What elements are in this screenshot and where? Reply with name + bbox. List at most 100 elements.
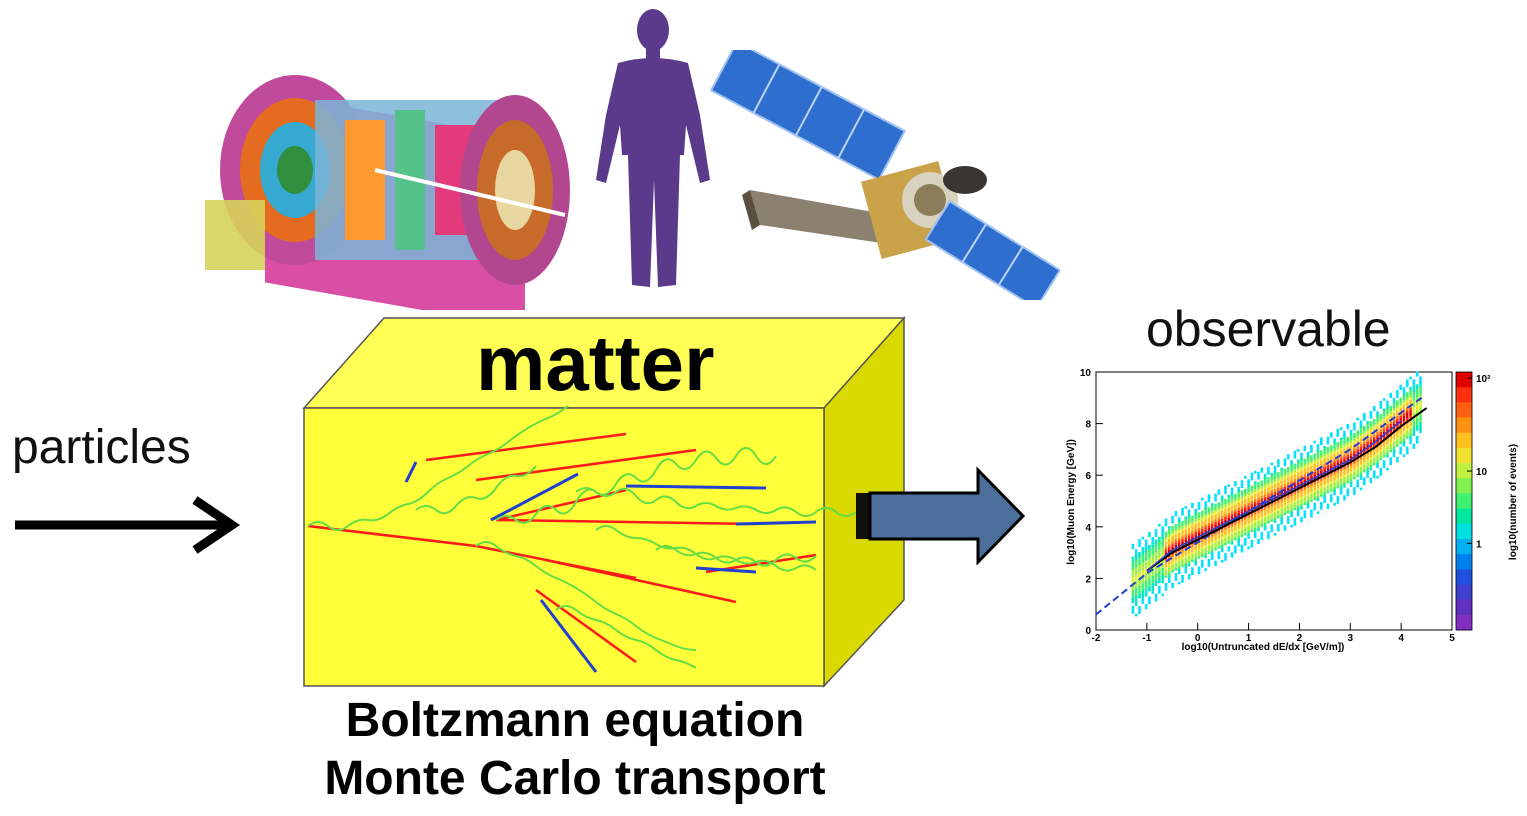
heat-cell: [1250, 542, 1254, 545]
heat-cell: [1214, 560, 1217, 564]
heat-cell: [1273, 504, 1277, 508]
heat-cell: [1204, 529, 1207, 533]
heat-cell: [1257, 515, 1260, 519]
heat-cell: [1230, 542, 1234, 545]
heat-cell: [1369, 423, 1373, 427]
heat-cell: [1320, 491, 1323, 495]
heat-cell: [1141, 580, 1145, 584]
heat-cell: [1346, 442, 1350, 445]
heat-cell: [1382, 429, 1386, 432]
heat-cell: [1243, 509, 1247, 513]
heat-cell: [1194, 555, 1198, 558]
heat-cell: [1230, 495, 1234, 499]
heat-cell: [1250, 524, 1254, 527]
x-tick-label: 0: [1195, 633, 1201, 644]
heat-cell: [1134, 595, 1138, 599]
heat-cell: [1366, 433, 1369, 437]
heat-cell: [1161, 549, 1164, 553]
heat-cell: [1144, 575, 1148, 579]
heat-cell: [1280, 506, 1283, 510]
heat-cell: [1144, 586, 1148, 589]
heat-cell: [1250, 529, 1254, 532]
heat-cell: [1197, 551, 1201, 554]
heat-cell: [1363, 415, 1366, 419]
heat-cell: [1366, 439, 1369, 442]
heat-cell: [1415, 389, 1419, 393]
heat-cell: [1151, 578, 1155, 581]
heat-cell: [1243, 524, 1247, 528]
heat-cell: [1144, 542, 1148, 545]
heat-cell: [1270, 529, 1274, 533]
heat-cell: [1293, 463, 1297, 467]
heat-cell: [1134, 577, 1138, 581]
heat-cell: [1280, 491, 1283, 494]
heat-cell: [1207, 548, 1211, 552]
heat-cell: [1379, 444, 1383, 448]
heat-cell: [1293, 517, 1297, 521]
heat-cell: [1220, 510, 1224, 514]
heat-cell: [1148, 599, 1151, 602]
heat-cell: [1379, 457, 1383, 461]
heat-cell: [1359, 420, 1363, 424]
heat-cell: [1181, 580, 1184, 583]
heat-cell: [1326, 452, 1330, 455]
heat-cell: [1214, 540, 1217, 543]
heat-cell: [1167, 577, 1171, 581]
heat-cell: [1339, 491, 1343, 495]
heat-cell: [1277, 513, 1280, 516]
heat-cell: [1300, 460, 1303, 463]
heat-cell: [1363, 443, 1366, 447]
heat-cell: [1379, 418, 1383, 422]
heat-cell: [1234, 527, 1237, 531]
heat-cell: [1313, 507, 1317, 511]
heat-cell: [1369, 410, 1373, 414]
heat-cell: [1303, 445, 1307, 449]
heat-cell: [1333, 492, 1336, 496]
heat-cell: [1194, 547, 1198, 551]
heat-cell: [1184, 526, 1188, 530]
heat-cell: [1247, 546, 1250, 550]
heat-cell: [1260, 521, 1264, 525]
heat-cell: [1402, 407, 1406, 411]
heat-cell: [1243, 522, 1247, 526]
heat-cell: [1336, 429, 1340, 432]
heat-cell: [1134, 598, 1138, 601]
heat-cell: [1359, 438, 1363, 442]
heat-cell: [1273, 466, 1277, 469]
heat-cell: [1310, 514, 1313, 518]
heat-cell: [1240, 521, 1244, 525]
heat-cell: [1283, 499, 1287, 503]
heat-cell: [1217, 535, 1221, 539]
heat-cell: [1191, 518, 1194, 521]
heat-cell: [1313, 505, 1317, 508]
heat-cell: [1217, 538, 1221, 542]
heat-cell: [1359, 461, 1363, 465]
heat-cell: [1313, 494, 1317, 498]
heat-cell: [1131, 590, 1135, 593]
heat-cell: [1250, 475, 1254, 478]
heat-cell: [1270, 516, 1274, 520]
heat-cell: [1191, 556, 1194, 560]
heat-cell: [1151, 586, 1155, 589]
heat-cell: [1207, 551, 1211, 554]
heat-cell: [1148, 578, 1151, 581]
heat-cell: [1250, 490, 1254, 494]
heat-cell: [1310, 512, 1313, 515]
heat-cell: [1197, 532, 1201, 536]
heat-cell: [1164, 534, 1168, 537]
heat-cell: [1177, 555, 1181, 559]
heat-cell: [1171, 564, 1174, 568]
heat-cell: [1187, 550, 1191, 554]
heat-cell: [1415, 394, 1419, 398]
heat-cell: [1389, 431, 1393, 435]
heat-cell: [1363, 428, 1366, 432]
x-tick-label: -2: [1092, 633, 1101, 644]
heat-cell: [1154, 580, 1158, 584]
heat-cell: [1171, 526, 1174, 529]
heat-cell: [1290, 465, 1293, 468]
heat-cell: [1220, 508, 1224, 511]
heat-cell: [1181, 556, 1184, 560]
heat-cell: [1151, 583, 1155, 587]
heat-cell: [1131, 610, 1135, 614]
heat-cell: [1171, 541, 1174, 545]
